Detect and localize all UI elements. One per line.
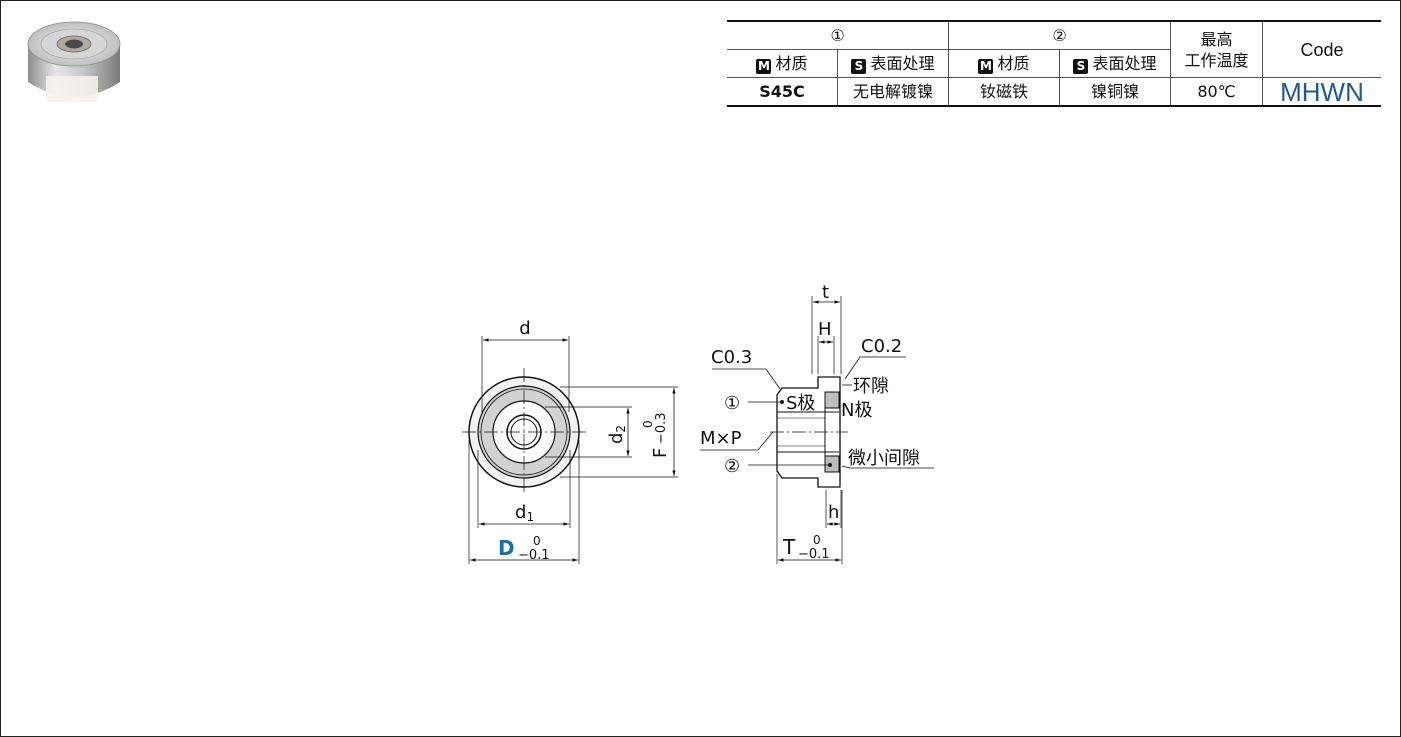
front-view xyxy=(462,336,678,564)
temp-value: 80℃ xyxy=(1170,77,1263,107)
code-header: Code xyxy=(1262,20,1381,78)
surface2-value: 镍铜镍 xyxy=(1059,77,1171,107)
dim-d1: d1 xyxy=(515,502,534,524)
dim-F-tol-upper: 0 xyxy=(641,420,655,428)
side-view-labels: t H C0.2 C0.3 环隙 S极 N极 ① M×P ② 微小间隙 h T … xyxy=(700,282,920,562)
side-view-dots xyxy=(780,400,832,467)
n-pole-label: N极 xyxy=(841,400,872,421)
dim-H: H xyxy=(818,319,832,340)
dim-d2: d2 xyxy=(606,425,628,444)
dim-T: T xyxy=(782,535,796,559)
part1-marker: ① xyxy=(724,393,740,414)
dim-F: F xyxy=(650,448,671,458)
dim-F-tol-lower: −0.3 xyxy=(654,412,669,444)
micro-gap-label: 微小间隙 xyxy=(848,448,920,469)
dim-h: h xyxy=(828,502,839,523)
material2-value: 钕磁铁 xyxy=(948,77,1060,107)
thread-label: M×P xyxy=(700,428,742,449)
surface1-value: 无电解镀镍 xyxy=(837,77,949,107)
chamfer-c03: C0.3 xyxy=(711,347,752,368)
part2-marker: ② xyxy=(724,456,740,477)
dim-D-tol-upper: 0 xyxy=(533,534,541,548)
dim-t: t xyxy=(822,282,829,303)
surface-icon: S xyxy=(851,58,867,74)
chamfer-c02: C0.2 xyxy=(861,336,902,357)
s-pole-label: S极 xyxy=(786,393,815,414)
surface-icon: S xyxy=(1073,58,1089,74)
dim-T-tol-upper: 0 xyxy=(813,533,821,547)
dim-D: D xyxy=(498,536,515,560)
temp-header: 最高 工作温度 xyxy=(1170,20,1263,78)
dim-T-tol-lower: −0.1 xyxy=(798,547,830,562)
material1-value: S45C xyxy=(727,77,838,107)
dim-D-tol-lower: −0.1 xyxy=(518,548,550,563)
ring-gap-label: 环隙 xyxy=(853,376,889,397)
material-icon: M xyxy=(756,58,772,74)
product-photo xyxy=(27,21,121,102)
side-view xyxy=(700,296,934,564)
material-icon: M xyxy=(978,58,994,74)
code-value: MHWN xyxy=(1262,77,1381,107)
dim-d: d xyxy=(519,318,530,339)
group1-header: ① xyxy=(727,20,949,50)
